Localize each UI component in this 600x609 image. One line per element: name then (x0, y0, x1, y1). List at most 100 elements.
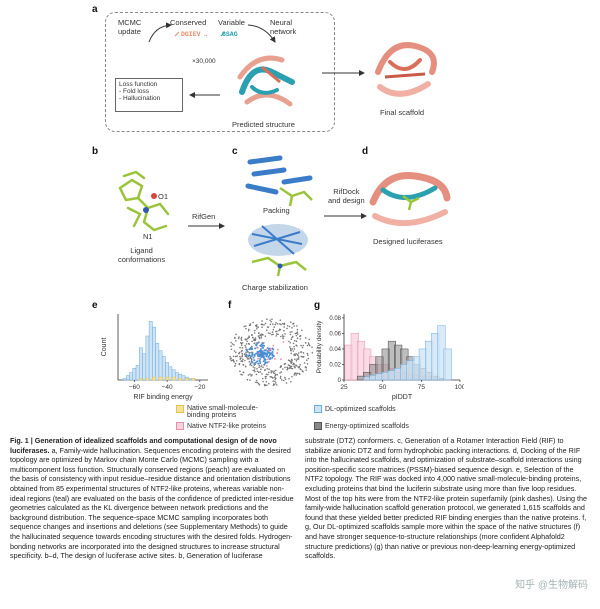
point-gray (254, 367, 256, 369)
point-gray (261, 377, 264, 380)
rifdock-label: RifDock and design (328, 187, 365, 205)
point-gray (275, 322, 277, 324)
point-gray (279, 335, 282, 338)
point-gray (293, 325, 296, 327)
point-blue (257, 362, 260, 365)
point-gray (291, 336, 293, 339)
caption-right-column: substrate (DTZ) conformers. c, Generatio… (305, 436, 590, 561)
point-gray (295, 352, 297, 355)
legend-energy-optimized: Energy-optimized scaffolds (314, 422, 409, 430)
variable-sequence: GSAG (222, 31, 238, 38)
point-blue (271, 351, 274, 354)
point-gray (273, 376, 276, 378)
point-gray (280, 365, 282, 367)
point-gray (244, 355, 247, 357)
point-gray (256, 370, 259, 373)
point-gray (274, 377, 277, 379)
point-pink (255, 341, 258, 344)
point-gray (292, 350, 295, 352)
conserved-label: Conserved (170, 18, 207, 27)
legend-swatch-blue (314, 405, 322, 413)
point-gray (251, 333, 253, 336)
point-blue (245, 354, 248, 357)
point-gray (283, 329, 285, 332)
legend-swatch-gray (314, 422, 322, 430)
legend-swatch-yellow (176, 405, 184, 413)
point-gray (283, 323, 285, 325)
point-blue (260, 350, 263, 353)
point-gray (282, 337, 284, 340)
point-gray (266, 318, 268, 321)
point-gray (267, 373, 269, 376)
point-gray (290, 349, 292, 352)
n1-label: N1 (143, 232, 153, 241)
point-blue (252, 356, 255, 359)
point-gray (279, 319, 282, 322)
point-pink (265, 348, 268, 351)
point-gray (295, 332, 298, 334)
point-gray (258, 332, 260, 334)
point-gray (304, 342, 307, 344)
point-blue (253, 354, 256, 357)
point-gray (286, 367, 289, 369)
point-pink (272, 344, 275, 347)
bar-dl (135, 365, 140, 381)
point-blue (251, 353, 254, 356)
point-gray (304, 337, 307, 339)
point-gray (298, 365, 301, 368)
point-gray (238, 351, 241, 354)
bar-dl (132, 368, 137, 381)
point-gray (296, 358, 298, 360)
point-gray (233, 350, 236, 352)
point-gray (272, 380, 275, 382)
point-gray (235, 333, 237, 336)
point-pink (266, 358, 269, 361)
point-gray (305, 369, 307, 371)
point-gray (234, 365, 236, 367)
legend-dl-optimized: DL-optimized scaffolds (314, 405, 396, 413)
point-gray (290, 358, 293, 361)
point-gray (256, 327, 258, 330)
point-gray (239, 346, 241, 349)
y-axis-label: Count (101, 338, 108, 357)
point-gray (248, 335, 250, 337)
point-gray (240, 357, 242, 360)
point-gray (282, 379, 285, 382)
y-tick-label: 0.02 (329, 362, 341, 368)
point-gray (251, 336, 254, 339)
point-pink (258, 352, 261, 354)
point-blue (259, 362, 262, 365)
point-pink (256, 346, 258, 349)
bar-dl (139, 347, 143, 381)
point-gray (308, 343, 310, 346)
point-gray (249, 323, 252, 325)
point-gray (297, 352, 300, 354)
point-gray (289, 346, 291, 348)
point-gray (259, 333, 262, 336)
caption-left-text: Fig. 1 | Generation of idealized scaffol… (10, 436, 294, 561)
point-gray (255, 381, 257, 384)
point-gray (279, 372, 281, 374)
point-gray (269, 323, 272, 326)
point-gray (301, 346, 304, 349)
point-gray (275, 333, 278, 335)
point-gray (294, 332, 297, 335)
point-gray (295, 374, 298, 376)
point-gray (241, 347, 244, 349)
point-gray (263, 324, 265, 326)
point-gray (270, 320, 272, 323)
point-gray (243, 325, 246, 328)
bar-native (158, 376, 163, 381)
point-gray (266, 367, 268, 370)
point-gray (256, 368, 258, 370)
point-gray (276, 373, 278, 376)
point-gray (258, 366, 260, 369)
point-gray (239, 370, 241, 373)
x-tick-label: 75 (418, 384, 426, 391)
point-gray (248, 361, 251, 363)
point-blue (271, 356, 274, 359)
point-gray (234, 355, 237, 358)
point-pink (268, 360, 270, 363)
point-gray (240, 360, 242, 362)
